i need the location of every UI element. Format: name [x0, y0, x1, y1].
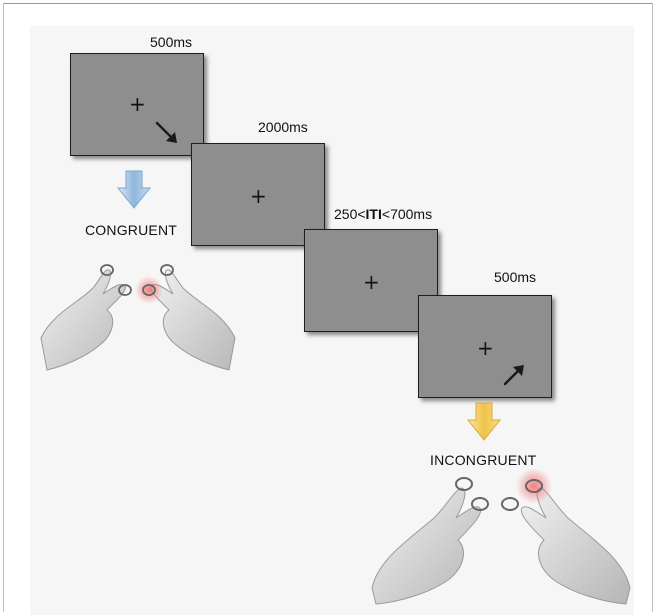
iti-suffix: <700ms: [381, 206, 433, 222]
screen-2-fixation: +: [191, 143, 325, 246]
screen-3-iti: +: [304, 229, 438, 332]
fixation-cross: +: [363, 270, 380, 294]
iti-emphasis: ITI: [365, 206, 382, 222]
arrow-up-right-icon: [503, 365, 524, 386]
congruent-down-arrow-icon: [116, 170, 152, 209]
hand-two-fingers-icon: [40, 264, 236, 371]
congruent-label: CONGRUENT: [85, 222, 178, 238]
screen3-duration-label: 250<ITI<700ms: [334, 206, 432, 222]
screen2-duration-label: 2000ms: [258, 119, 308, 135]
screen-4-prime: +: [418, 295, 552, 398]
fixation-cross: +: [250, 184, 267, 208]
incongruent-label: INCONGRUENT: [430, 452, 537, 468]
fixation-cross: +: [129, 92, 146, 116]
incongruent-down-arrow-icon: [466, 402, 502, 441]
figure-frame: [3, 3, 653, 612]
screen4-duration-label: 500ms: [494, 269, 537, 285]
hand-two-fingers-icon: [371, 468, 631, 605]
screen1-duration-label: 500ms: [150, 34, 193, 50]
arrow-down-right-icon: [155, 121, 177, 143]
fixation-cross: +: [477, 336, 494, 360]
iti-prefix: 250<: [334, 206, 366, 222]
screen-1-prime: +: [70, 53, 204, 156]
